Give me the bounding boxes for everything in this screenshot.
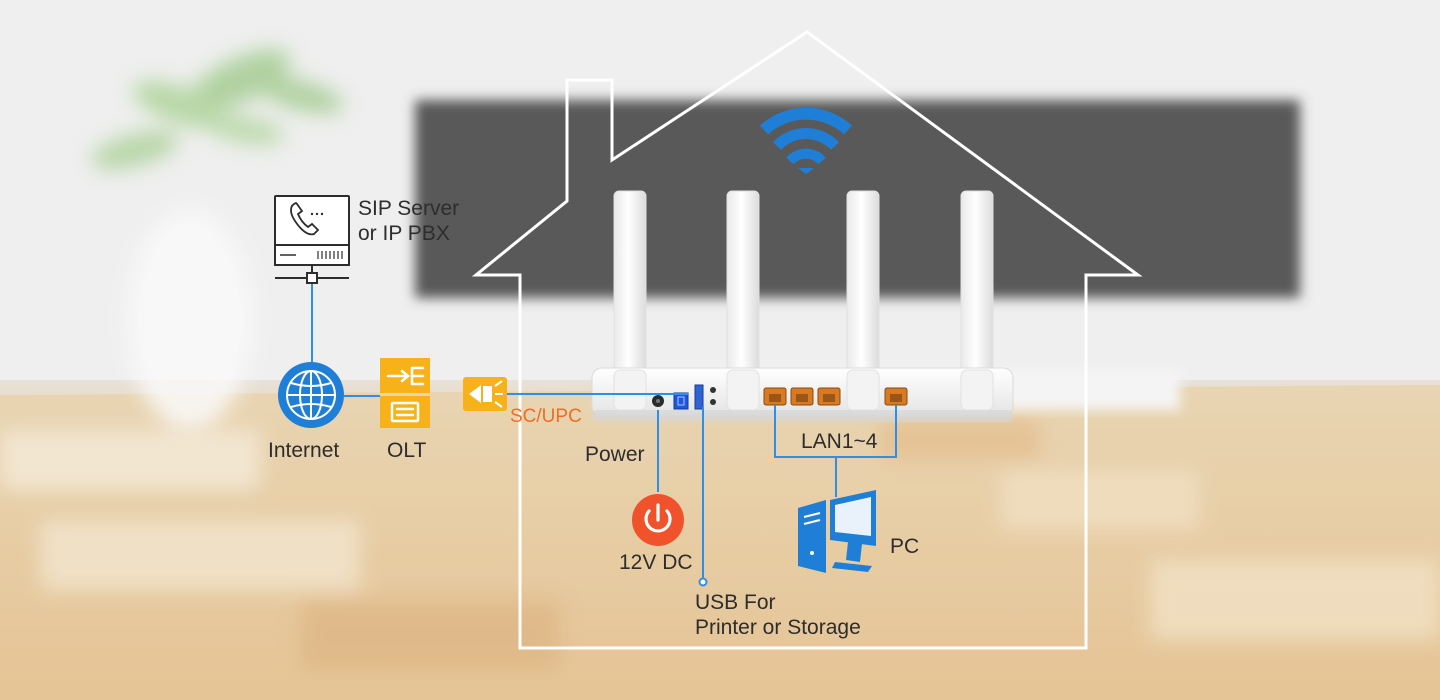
sip-server-icon bbox=[274, 195, 350, 284]
power-label: Power bbox=[585, 443, 645, 466]
sip-server-label: SIP Server or IP PBX bbox=[358, 196, 459, 246]
usb-label: USB For Printer or Storage bbox=[695, 590, 861, 640]
connector-label: SC/UPC bbox=[510, 406, 582, 427]
connection-lines bbox=[311, 283, 897, 580]
house-outline bbox=[471, 30, 1143, 650]
usb-label-line1: USB For bbox=[695, 591, 776, 614]
usb-port bbox=[694, 384, 704, 410]
lan-port bbox=[790, 387, 814, 406]
fiber-port bbox=[673, 392, 689, 410]
lan-port bbox=[884, 387, 908, 406]
usb-label-line2: Printer or Storage bbox=[695, 616, 861, 639]
power-icon bbox=[632, 494, 684, 546]
router bbox=[591, 190, 1014, 422]
usb-line-end bbox=[698, 577, 708, 587]
lan-label: LAN1~4 bbox=[801, 430, 878, 453]
pc-label: PC bbox=[890, 535, 920, 558]
dc-label: 12V DC bbox=[619, 551, 693, 574]
sip-server-label-line1: SIP Server bbox=[358, 197, 460, 220]
internet-label: Internet bbox=[268, 439, 340, 462]
globe-icon bbox=[278, 362, 344, 428]
olt-icon bbox=[380, 358, 430, 428]
olt-label: OLT bbox=[387, 439, 427, 462]
wifi-icon bbox=[759, 107, 853, 174]
lan-port bbox=[763, 387, 787, 406]
wps-button bbox=[710, 399, 716, 405]
reset-button bbox=[710, 387, 716, 393]
plant bbox=[91, 49, 344, 430]
sip-server-label-line2: or IP PBX bbox=[358, 222, 450, 245]
lan-port bbox=[817, 387, 841, 406]
pc-icon bbox=[798, 490, 876, 573]
sc-upc-connector-icon bbox=[463, 377, 507, 411]
